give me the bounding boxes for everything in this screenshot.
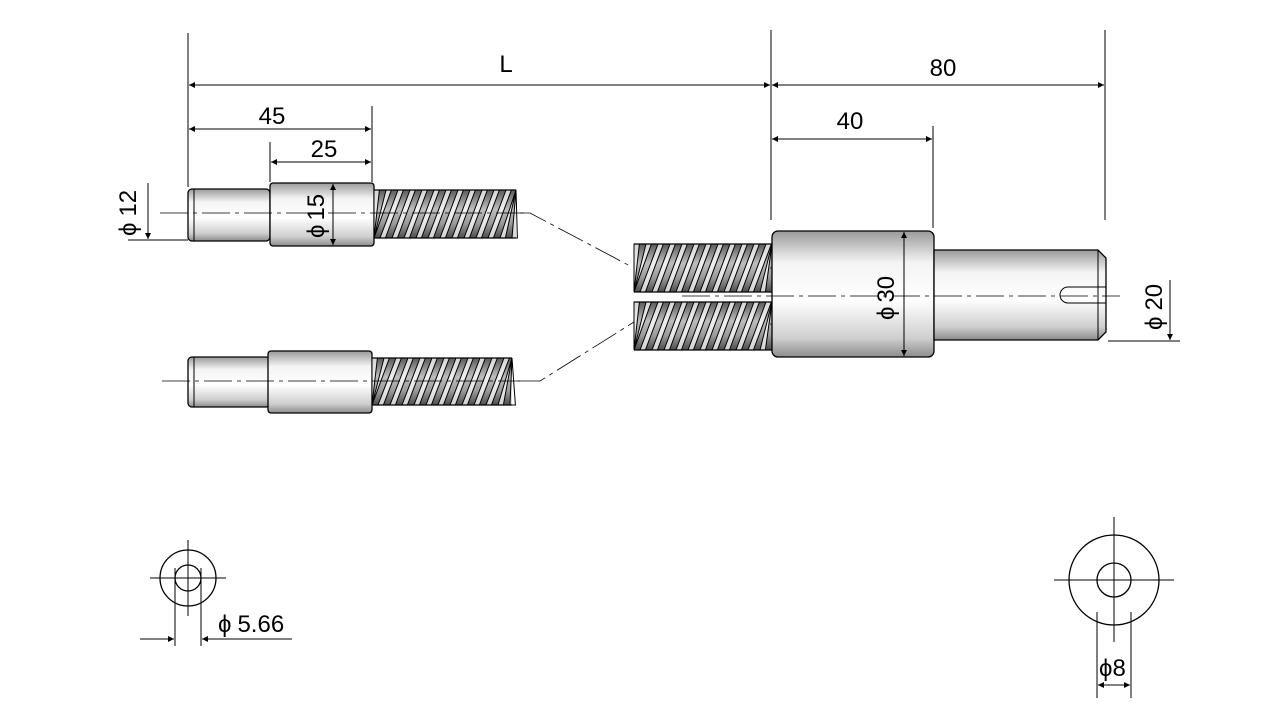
dimension-label-shaft-end-diameter: ϕ 20 bbox=[1141, 284, 1168, 330]
thread-outline bbox=[372, 357, 512, 406]
dimension-label-shaft-end: 80 bbox=[930, 55, 957, 82]
dimensions: L 80 45 25 40 ϕ 12 ϕ 15 ϕ 30 ϕ 20 bbox=[115, 30, 1180, 356]
upper-screw-shaft bbox=[160, 182, 525, 247]
break-link-line bbox=[520, 212, 633, 268]
keyway bbox=[1059, 286, 1106, 304]
diameter-value: 8 bbox=[1112, 655, 1125, 682]
dimension-label-nut: 40 bbox=[837, 108, 864, 135]
lower-screw-shaft bbox=[162, 350, 520, 414]
thread-outline bbox=[374, 189, 516, 239]
diameter-symbol: ϕ bbox=[1141, 317, 1168, 330]
svg-text:ϕ30: ϕ 30 bbox=[873, 276, 900, 320]
thread-ridge bbox=[509, 357, 516, 406]
break-link-line bbox=[518, 321, 635, 382]
dimension-label-collar: 25 bbox=[311, 136, 338, 163]
dimension-label-journal-diameter: ϕ 12 bbox=[115, 190, 142, 236]
svg-text:ϕ12: ϕ 12 bbox=[115, 190, 142, 236]
thread-segment bbox=[633, 301, 773, 351]
journal-end bbox=[187, 188, 271, 242]
diameter-value: 5.66 bbox=[237, 611, 284, 638]
journal-end bbox=[187, 356, 271, 408]
thread-segment bbox=[373, 189, 518, 239]
diameter-symbol: ϕ bbox=[1099, 655, 1112, 682]
diameter-symbol: ϕ bbox=[873, 307, 900, 320]
collar bbox=[267, 350, 373, 414]
diameter-value: 30 bbox=[873, 276, 900, 303]
shaft-end bbox=[933, 249, 1107, 341]
diameter-symbol: ϕ bbox=[303, 225, 330, 238]
diameter-value: 20 bbox=[1141, 284, 1168, 311]
end-view-circle-icon: ϕ8 bbox=[1054, 517, 1174, 698]
dimension-label-overall: L bbox=[499, 51, 512, 78]
diameter-value: 12 bbox=[115, 190, 142, 217]
thread-outline bbox=[634, 301, 772, 351]
diameter-symbol: ϕ bbox=[115, 223, 142, 236]
nut-assembly bbox=[633, 230, 1120, 358]
diameter-symbol: ϕ bbox=[218, 611, 231, 638]
thread-segment bbox=[633, 243, 773, 293]
ball-nut bbox=[771, 230, 935, 358]
svg-text:ϕ20: ϕ 20 bbox=[1141, 284, 1168, 330]
svg-text:ϕ15: ϕ 15 bbox=[303, 194, 330, 238]
thread-segment bbox=[371, 357, 516, 406]
dimension-label-nut-diameter: ϕ 30 bbox=[873, 276, 900, 320]
dimension-label-center-hole: ϕ8 bbox=[1099, 655, 1126, 682]
diameter-value: 15 bbox=[303, 194, 330, 221]
thread-outline bbox=[634, 243, 772, 293]
dimension-label-collar-diameter: ϕ 15 bbox=[303, 194, 330, 238]
dimension-label-journal: 45 bbox=[259, 103, 286, 130]
